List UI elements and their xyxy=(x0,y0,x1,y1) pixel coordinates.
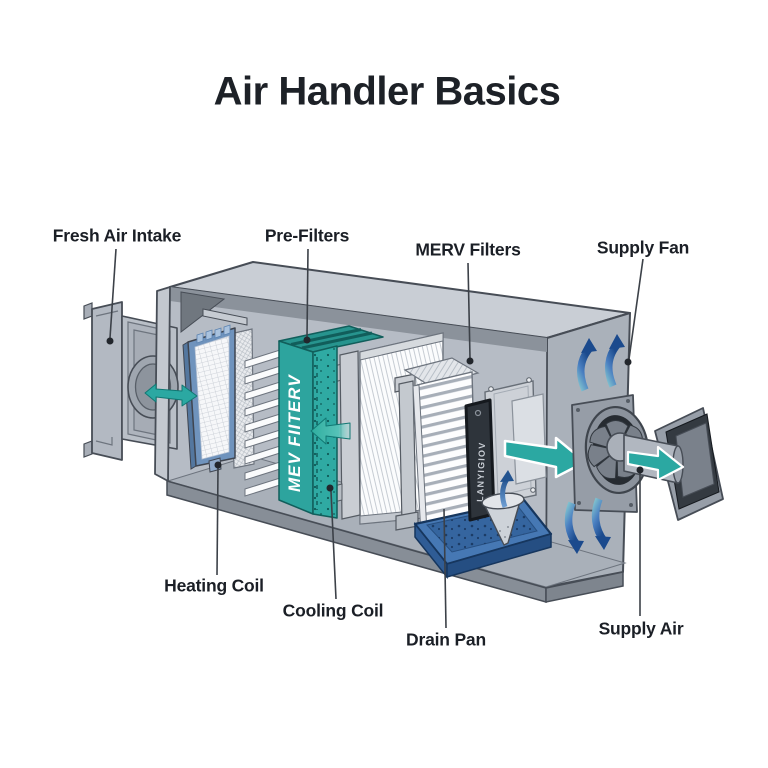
filter-rail-right xyxy=(394,373,419,531)
condensate-arrow-head xyxy=(500,470,514,482)
pre-filter-clips xyxy=(196,324,231,344)
label-heating-coil: Heating Coil xyxy=(164,575,264,596)
supply-airflow-arrow xyxy=(503,436,587,479)
cooling-coil: MEV FIITERV xyxy=(278,325,384,519)
leader-line-pre-filters xyxy=(306,248,309,338)
label-supply-air: Supply Air xyxy=(598,618,684,639)
supply-fan xyxy=(571,394,724,521)
drain-pan xyxy=(413,498,553,580)
cooling-coil-marking: MEV FIITERV xyxy=(285,374,304,492)
leader-dot-fresh-air-intake xyxy=(106,337,114,345)
leader-line-supply-fan xyxy=(628,258,644,360)
merv-frame-marking: LANYIGIOV xyxy=(475,441,487,502)
label-drain-pan: Drain Pan xyxy=(406,629,486,650)
leader-dot-heating-coil xyxy=(214,461,222,469)
leader-dot-supply-air xyxy=(636,466,644,474)
leader-line-cooling-coil xyxy=(330,490,337,600)
label-fresh-air-intake: Fresh Air Intake xyxy=(52,225,182,246)
condensate-funnel xyxy=(481,470,525,546)
drip-dots xyxy=(499,526,509,538)
duct-airflow-arrow xyxy=(626,445,685,482)
label-cooling-coil: Cooling Coil xyxy=(282,600,384,621)
leader-dot-cooling-coil xyxy=(326,484,334,492)
leader-line-heating-coil xyxy=(216,467,219,576)
heating-coil-fins xyxy=(244,349,281,497)
cabinet-left-wall-edge xyxy=(154,286,171,482)
leader-dot-pre-filters xyxy=(303,336,311,344)
leader-line-merv-filters xyxy=(467,262,471,359)
pre-filter xyxy=(182,324,236,473)
leader-dot-supply-fan xyxy=(624,358,632,366)
leader-dot-merv-filters xyxy=(466,357,474,365)
intake-airflow-arrow xyxy=(144,383,198,407)
leader-line-drain-pan xyxy=(443,508,447,629)
merv-filter xyxy=(403,357,480,536)
outlet-duct xyxy=(654,407,724,521)
label-pre-filters: Pre-Filters xyxy=(264,225,350,246)
label-supply-fan: Supply Fan xyxy=(596,237,690,258)
circulation-arrows-down xyxy=(564,497,611,554)
circulation-arrows-up xyxy=(577,334,625,392)
leader-lines xyxy=(106,248,644,629)
diagram-title: Air Handler Basics xyxy=(213,69,561,114)
coil-airflow-arrow xyxy=(310,417,351,445)
wall-opening xyxy=(511,393,547,485)
label-merv-filters: MERV Filters xyxy=(415,239,521,260)
leader-line-fresh-air-intake xyxy=(109,248,117,339)
